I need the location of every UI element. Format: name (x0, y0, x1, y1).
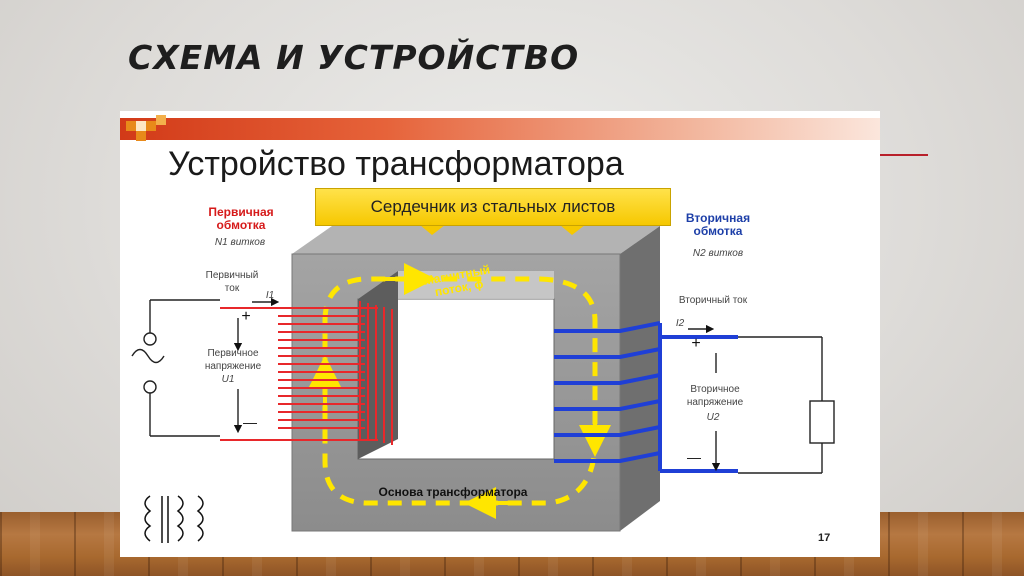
primary-turns-label: N1 витков (214, 237, 266, 248)
primary-minus: — (243, 414, 257, 430)
load-resistor (809, 400, 835, 444)
primary-winding-label: Первичная обмотка (208, 205, 274, 232)
secondary-coil (554, 321, 738, 473)
secondary-minus: — (687, 449, 701, 465)
primary-current-label: Первичный ток (205, 270, 259, 294)
header-gradient-bar (120, 118, 880, 140)
diagram-title: Устройство трансформатора (168, 145, 624, 183)
page-number: 17 (818, 532, 831, 544)
core-base-label: Основа трансформатора (378, 485, 528, 499)
checker-decoration (126, 115, 166, 141)
transformer-schematic-icon (144, 495, 204, 543)
secondary-voltage-label: Вторичное напряжение (686, 384, 744, 408)
core-label: Сердечник из стальных листов (315, 188, 671, 226)
primary-circuit (131, 297, 280, 437)
secondary-turns-label: N2 витков (692, 248, 744, 259)
primary-plus: + (241, 308, 251, 325)
diagram-panel: Устройство трансформатора (120, 111, 880, 557)
primary-voltage-label: Первичное напряжение (204, 348, 262, 372)
secondary-circuit (688, 324, 835, 474)
secondary-current-symbol: I2 (675, 318, 685, 329)
slide-title: СХЕМА И УСТРОЙСТВО (128, 38, 580, 77)
secondary-voltage-symbol: U2 (706, 412, 720, 423)
accent-line (880, 154, 928, 156)
secondary-current-label: Вторичный ток (678, 295, 748, 306)
transformer-drawing (131, 225, 835, 543)
secondary-winding-label: Вторичная обмотка (685, 211, 751, 238)
primary-voltage-symbol: U1 (221, 374, 235, 385)
primary-coil (220, 301, 393, 445)
primary-current-symbol: I1 (265, 290, 275, 301)
secondary-plus: + (691, 335, 701, 352)
